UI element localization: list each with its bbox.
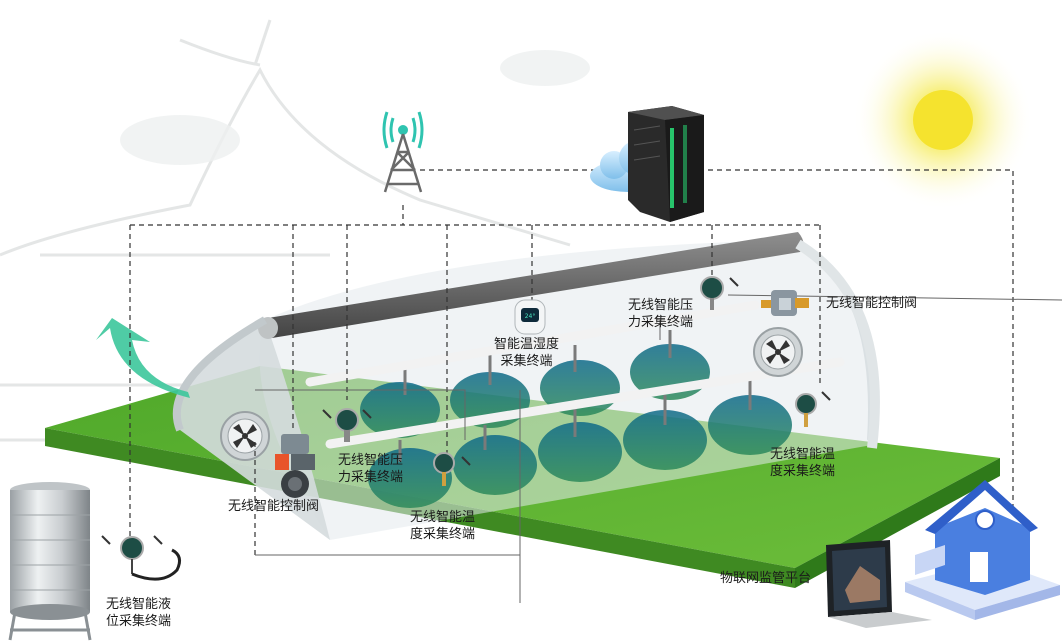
- sensor-icon: [700, 276, 739, 310]
- sensor-icon: [433, 452, 471, 486]
- sensor-icon: [795, 391, 831, 427]
- label-valve-right: 无线智能控制阀: [826, 296, 918, 311]
- house-icon: [905, 480, 1060, 620]
- label-pressure-top: 无线智能压 力采集终端: [628, 298, 694, 330]
- valve-icon: [761, 290, 809, 316]
- sun-icon: [853, 30, 1033, 210]
- label-temp-right: 无线智能温 度采集终端: [770, 447, 836, 479]
- label-iot-platform: 物联网监管平台: [720, 571, 812, 586]
- sensor-icon: [322, 408, 372, 442]
- background-cloud-sketch: [120, 50, 590, 165]
- label-pressure-mid: 无线智能压 力采集终端: [338, 453, 404, 485]
- laptop-icon: [826, 540, 932, 628]
- svg-text:24°: 24°: [525, 313, 536, 320]
- label-valve-left: 无线智能控制阀: [228, 499, 320, 514]
- signal-tower-icon: [382, 111, 424, 193]
- water-tank-icon: [8, 482, 92, 641]
- label-temp-humidity: 智能温湿度 采集终端: [494, 337, 560, 369]
- label-level-sensor: 无线智能液 位采集终端: [106, 597, 172, 629]
- server-icon: [628, 106, 704, 222]
- fan-icon: [753, 327, 803, 377]
- sensor-icon: 24°: [514, 299, 546, 335]
- fan-icon: [220, 411, 270, 461]
- sensor-icon: [101, 535, 182, 581]
- valve-icon: [275, 434, 315, 498]
- network-links: [129, 130, 1014, 555]
- arrow-icon: [96, 318, 190, 398]
- label-temp-mid: 无线智能温 度采集终端: [410, 510, 476, 542]
